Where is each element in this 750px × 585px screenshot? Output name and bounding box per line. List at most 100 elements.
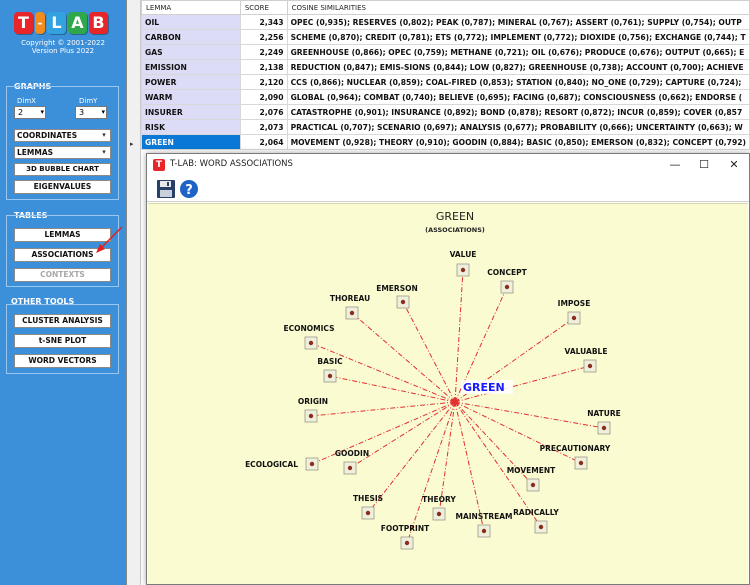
- dimy-label: DimY: [79, 97, 98, 105]
- logo-letter: A: [68, 12, 87, 34]
- lemma-cell[interactable]: EMISSION: [141, 59, 241, 75]
- dimy-value: 3: [79, 108, 85, 117]
- lemma-cell[interactable]: WARM: [141, 89, 241, 105]
- lemma-cell[interactable]: POWER: [141, 74, 241, 90]
- dialog-titlebar[interactable]: T T-LAB: WORD ASSOCIATIONS — ☐ ✕: [147, 154, 749, 176]
- column-header-similarities[interactable]: COSINE SIMILARITIES: [286, 0, 750, 15]
- node-label[interactable]: GOODIN: [335, 449, 369, 458]
- node-label[interactable]: IMPOSE: [558, 299, 591, 308]
- graphs-group: DimX DimY 2 ▾ 3 ▾ COORDINATES ▾ LEMMAS ▾…: [6, 86, 119, 200]
- lemma-cell[interactable]: GREEN: [141, 134, 241, 150]
- score-cell[interactable]: 2,073: [239, 119, 288, 135]
- node-label[interactable]: THEORY: [422, 495, 456, 504]
- association-edge: [349, 401, 456, 469]
- similarities-cell[interactable]: CATASTROPHE (0,901); INSURANCE (0,892); …: [286, 104, 750, 120]
- association-chart: GREEN (ASSOCIATIONS) VALUE CONCEPT EMERSON…: [245, 210, 621, 550]
- lemmas-dropdown[interactable]: LEMMAS ▾: [14, 146, 111, 159]
- node-label[interactable]: PRECAUTIONARY: [540, 444, 611, 453]
- score-cell[interactable]: 2,076: [239, 104, 288, 120]
- node-label[interactable]: NATURE: [587, 409, 621, 418]
- cluster-analysis-button[interactable]: CLUSTER ANALYSIS: [14, 314, 111, 328]
- similarities-cell[interactable]: OPEC (0,935); RESERVES (0,802); PEAK (0,…: [286, 14, 750, 30]
- node-marker-dot: [309, 461, 315, 467]
- lemmas-button[interactable]: LEMMAS: [14, 228, 111, 242]
- edges-group: [310, 269, 605, 544]
- node-label[interactable]: ECOLOGICAL: [245, 460, 298, 469]
- chart-title: GREEN: [436, 210, 474, 223]
- score-cell[interactable]: 2,256: [239, 29, 288, 45]
- node-label[interactable]: MOVEMENT: [507, 466, 556, 475]
- node-label[interactable]: VALUABLE: [565, 347, 608, 356]
- similarities-cell[interactable]: CCS (0,866); NUCLEAR (0,859); COAL-FIRED…: [286, 74, 750, 90]
- node-label[interactable]: RADICALLY: [513, 508, 559, 517]
- similarities-cell[interactable]: MOVEMENT (0,928); THEORY (0,910); GOODIN…: [286, 134, 750, 150]
- dimy-select[interactable]: 3 ▾: [75, 106, 107, 119]
- dimx-select[interactable]: 2 ▾: [14, 106, 46, 119]
- association-edge: [406, 401, 456, 544]
- center-node-group: ✱GREEN: [450, 380, 513, 409]
- logo-letter: B: [89, 12, 108, 34]
- version-text: Version Plus 2022: [31, 47, 95, 55]
- node-label[interactable]: FOOTPRINT: [381, 524, 430, 533]
- coordinates-dropdown[interactable]: COORDINATES ▾: [14, 129, 111, 142]
- lemma-cell[interactable]: GAS: [141, 44, 241, 60]
- center-node-marker[interactable]: ✱: [450, 395, 460, 409]
- maximize-button[interactable]: ☐: [699, 158, 709, 171]
- help-icon[interactable]: ?: [179, 179, 199, 199]
- chart-subtitle: (ASSOCIATIONS): [425, 226, 485, 234]
- lemma-cell[interactable]: OIL: [141, 14, 241, 30]
- score-cell[interactable]: 2,064: [239, 134, 288, 150]
- lemma-cell[interactable]: CARBON: [141, 29, 241, 45]
- contexts-button[interactable]: CONTEXTS: [14, 268, 111, 282]
- eigenvalues-button[interactable]: EIGENVALUES: [14, 180, 111, 194]
- lemma-cell[interactable]: RISK: [141, 119, 241, 135]
- node-label[interactable]: ECONOMICS: [284, 324, 335, 333]
- node-marker-dot: [460, 267, 466, 273]
- similarities-cell[interactable]: REDUCTION (0,847); EMIS-SIONS (0,844); L…: [286, 59, 750, 75]
- node-label[interactable]: THESIS: [353, 494, 383, 503]
- lemma-cell[interactable]: INSURER: [141, 104, 241, 120]
- association-edge: [351, 312, 456, 403]
- node-marker-dot: [347, 465, 353, 471]
- similarities-cell[interactable]: GREENHOUSE (0,866); OPEC (0,759); METHAN…: [286, 44, 750, 60]
- similarities-cell[interactable]: PRACTICAL (0,707); SCENARIO (0,697); ANA…: [286, 119, 750, 135]
- word-vectors-button[interactable]: WORD VECTORS: [14, 354, 111, 368]
- close-button[interactable]: ✕: [729, 158, 739, 171]
- minimize-button[interactable]: —: [669, 158, 681, 171]
- node-label[interactable]: THOREAU: [330, 294, 370, 303]
- node-label[interactable]: EMERSON: [376, 284, 418, 293]
- similarities-cell[interactable]: GLOBAL (0,964); COMBAT (0,740); BELIEVE …: [286, 89, 750, 105]
- score-cell[interactable]: 2,343: [239, 14, 288, 30]
- score-cell[interactable]: 2,138: [239, 59, 288, 75]
- node-label[interactable]: ORIGIN: [298, 397, 328, 406]
- node-label[interactable]: BASIC: [317, 357, 343, 366]
- score-cell[interactable]: 2,090: [239, 89, 288, 105]
- score-cell[interactable]: 2,120: [239, 74, 288, 90]
- similarities-cell[interactable]: SCHEME (0,870); CREDIT (0,781); ETS (0,7…: [286, 29, 750, 45]
- score-cell[interactable]: 2,249: [239, 44, 288, 60]
- node-marker-dot: [400, 299, 406, 305]
- node-label[interactable]: CONCEPT: [487, 268, 527, 277]
- column-header-score[interactable]: SCORE: [239, 0, 288, 15]
- node-marker-dot: [308, 413, 314, 419]
- chevron-down-icon: ▾: [101, 108, 105, 116]
- bubble-chart-button[interactable]: 3D BUBBLE CHART: [14, 163, 111, 176]
- save-icon[interactable]: [156, 179, 176, 199]
- tsne-plot-button[interactable]: t-SNE PLOT: [14, 334, 111, 348]
- coordinates-label: COORDINATES: [17, 131, 78, 140]
- column-header-lemma[interactable]: LEMMA: [141, 0, 241, 15]
- node-label[interactable]: MAINSTREAM: [455, 512, 512, 521]
- center-node-label[interactable]: GREEN: [463, 381, 505, 394]
- node-label[interactable]: VALUE: [450, 250, 477, 259]
- associations-button[interactable]: ASSOCIATIONS: [14, 248, 111, 262]
